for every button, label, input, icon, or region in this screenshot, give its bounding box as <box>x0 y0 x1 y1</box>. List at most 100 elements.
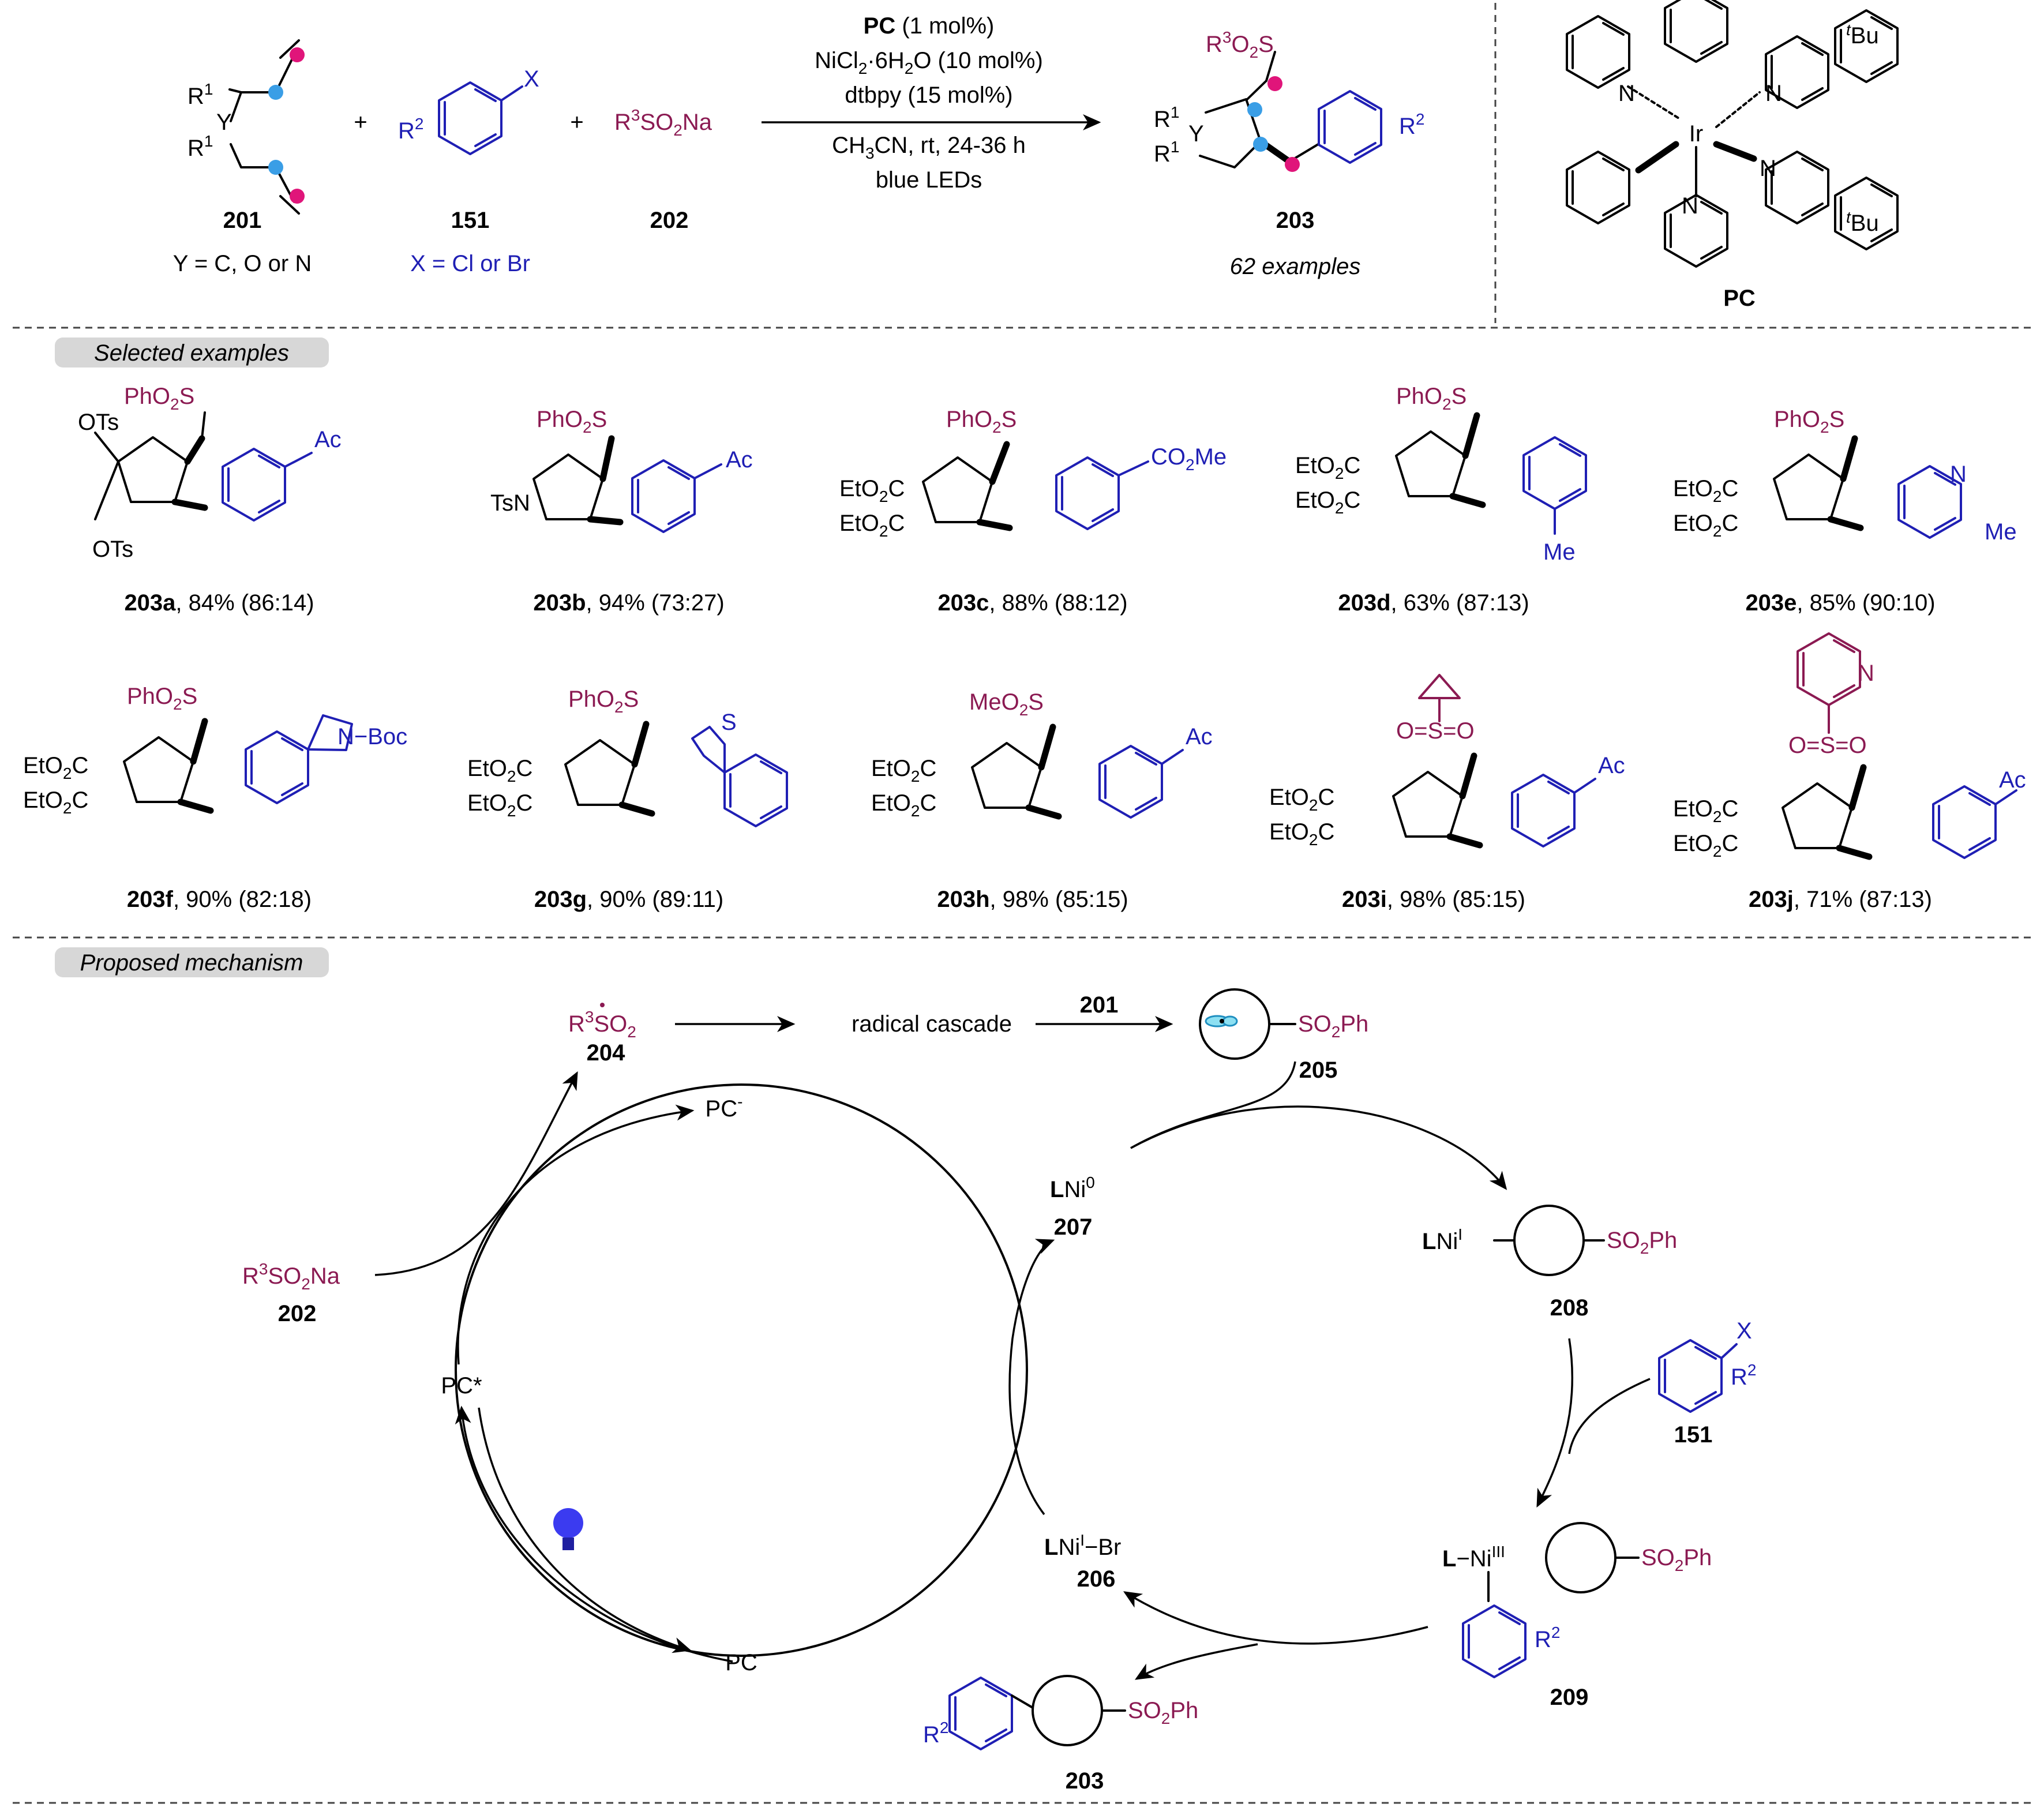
arrow-206-to-207 <box>1008 1239 1055 1516</box>
svg-text:+: + <box>570 110 583 135</box>
svg-text:R1: R1 <box>187 80 213 109</box>
svg-text:N: N <box>1765 81 1782 106</box>
svg-text:+: + <box>354 110 367 135</box>
svg-text:CH3CN, rt, 24-36 h: CH3CN, rt, 24-36 h <box>832 133 1026 162</box>
svg-text:EtO2C: EtO2C <box>1269 785 1334 814</box>
svg-text:X: X <box>524 66 539 92</box>
svg-text:R3SO2Na: R3SO2Na <box>614 106 712 139</box>
arrow-pcstar-to-pc <box>478 1407 692 1653</box>
svg-text:OTs: OTs <box>78 410 119 435</box>
svg-text:EtO2C: EtO2C <box>871 790 936 820</box>
example-203d: PhO2S EtO2C EtO2C Me 203d, 63% (87:13) <box>1295 384 1587 616</box>
magenta-dot <box>290 47 305 62</box>
svg-text:LNi0: LNi0 <box>1050 1173 1095 1202</box>
svg-text:R1: R1 <box>1154 138 1179 167</box>
product-203-mech: R2 SO2Ph 203 <box>923 1675 1198 1794</box>
example-203h: MeO2S EtO2C EtO2C Ac 203h, 98% (85:15) <box>871 689 1213 912</box>
svg-text:EtO2C: EtO2C <box>839 476 905 505</box>
compound-number-151: 151 <box>451 208 490 233</box>
svg-text:203c, 88% (88:12): 203c, 88% (88:12) <box>937 590 1127 616</box>
svg-text:L−NiIII: L−NiIII <box>1442 1543 1505 1572</box>
svg-text:EtO2C: EtO2C <box>23 753 88 782</box>
svg-text:PhO2S: PhO2S <box>1396 384 1467 413</box>
magenta-dot <box>290 189 305 204</box>
svg-text:R2: R2 <box>1399 110 1424 139</box>
example-203e: PhO2S EtO2C EtO2C N Me 203e, 85% (90:10) <box>1673 407 2017 616</box>
svg-text:OTs: OTs <box>92 537 133 562</box>
svg-text:CO2Me: CO2Me <box>1151 444 1227 474</box>
svg-text:203g, 90% (89:11): 203g, 90% (89:11) <box>534 887 723 912</box>
svg-text:EtO2C: EtO2C <box>467 756 532 785</box>
svg-text:S: S <box>721 710 737 735</box>
svg-text:R3SO2Na: R3SO2Na <box>242 1260 340 1293</box>
svg-text:Ac: Ac <box>1999 767 2026 793</box>
svg-text:R2: R2 <box>398 115 423 144</box>
radical-204: R3SO2 204 <box>568 1003 636 1066</box>
blue-dot <box>268 160 283 175</box>
product-203: R3O2S R1 Y R1 R2 203 62 examples <box>1154 28 1424 279</box>
example-203j: N O=S=O EtO2C EtO2C Ac 203j, 71% (87:13) <box>1673 632 2026 912</box>
svg-text:Ac: Ac <box>314 427 342 452</box>
svg-text:203j, 71% (87:13): 203j, 71% (87:13) <box>1749 887 1932 912</box>
magenta-dot <box>1285 157 1300 172</box>
svg-text:N: N <box>1950 462 1967 487</box>
svg-text:203a, 84% (86:14): 203a, 84% (86:14) <box>124 590 314 616</box>
svg-text:N: N <box>1618 81 1635 106</box>
svg-text:PC (1 mol%): PC (1 mol%) <box>864 13 995 39</box>
example-203c: PhO2S EtO2C EtO2C CO2Me 203c, 88% (88:12… <box>839 407 1227 616</box>
photoredox-cycle <box>455 1083 1028 1657</box>
svg-text:208: 208 <box>1550 1295 1589 1321</box>
svg-text:SO2Ph: SO2Ph <box>1298 1011 1368 1041</box>
svg-text:204: 204 <box>587 1040 625 1066</box>
svg-text:R3SO2: R3SO2 <box>568 1008 636 1041</box>
svg-text:R2: R2 <box>923 1719 948 1747</box>
svg-text:207: 207 <box>1054 1214 1093 1240</box>
photocatalyst-structure: Ir N N N N tBu tBu PC <box>1566 0 1899 311</box>
pc-minus: PC- <box>706 1093 743 1122</box>
svg-text:Selected examples: Selected examples <box>94 340 289 366</box>
svg-text:EtO2C: EtO2C <box>1673 831 1738 860</box>
svg-text:203b, 94% (73:27): 203b, 94% (73:27) <box>533 590 724 616</box>
lightbulb-icon <box>553 1508 583 1550</box>
magenta-dot <box>1267 76 1282 91</box>
svg-text:Y: Y <box>1188 121 1204 147</box>
arrow-208-to-209 <box>1536 1338 1574 1508</box>
svg-text:EtO2C: EtO2C <box>1295 453 1360 482</box>
svg-text:tBu: tBu <box>1846 208 1879 236</box>
svg-text:R1: R1 <box>1154 103 1179 132</box>
arrow-207-to-208 <box>1130 1105 1507 1190</box>
svg-text:R2: R2 <box>1731 1361 1756 1390</box>
svg-text:LNiI−Br: LNiI−Br <box>1044 1531 1121 1560</box>
lni1-208: LNiI SO2Ph 208 <box>1422 1205 1677 1321</box>
svg-text:EtO2C: EtO2C <box>1673 511 1738 540</box>
svg-text:Ac: Ac <box>726 447 753 472</box>
example-203f: PhO2S EtO2C EtO2C N−Boc 203f, 90% (82:18… <box>23 684 407 912</box>
lni3-209: L−NiIII SO2Ph R2 209 <box>1442 1522 1712 1710</box>
svg-text:N: N <box>1760 156 1776 181</box>
svg-text:203d, 63% (87:13): 203d, 63% (87:13) <box>1338 590 1529 616</box>
svg-text:TsN: TsN <box>490 490 530 516</box>
reactant-201: R1 Y R1 201 Y = C, O or N <box>173 39 312 276</box>
svg-text:R3O2S: R3O2S <box>1206 28 1274 61</box>
example-203b: PhO2S TsN Ac 203b, 94% (73:27) <box>490 407 753 616</box>
svg-text:Me: Me <box>1985 519 2017 545</box>
pc-ground: PC <box>725 1650 757 1675</box>
svg-text:203e, 85% (90:10): 203e, 85% (90:10) <box>1745 590 1935 616</box>
svg-text:205: 205 <box>1299 1058 1338 1083</box>
x-note: X = Cl or Br <box>410 251 530 276</box>
svg-text:R2: R2 <box>1535 1623 1560 1652</box>
sulfinate-202: R3SO2Na 202 <box>242 1260 340 1326</box>
svg-text:151: 151 <box>1674 1422 1713 1447</box>
svg-text:Ac: Ac <box>1186 724 1213 749</box>
svg-text:EtO2C: EtO2C <box>1673 796 1738 826</box>
svg-text:dtbpy (15 mol%): dtbpy (15 mol%) <box>845 82 1012 108</box>
svg-text:Y: Y <box>216 110 232 135</box>
svg-text:Ir: Ir <box>1689 121 1703 147</box>
selected-examples-tag: Selected examples <box>55 337 329 367</box>
radical-205: SO2Ph 205 <box>1199 988 1368 1083</box>
svg-text:PhO2S: PhO2S <box>1774 407 1844 436</box>
arrow-209-to-206 <box>1123 1591 1428 1645</box>
svg-text:EtO2C: EtO2C <box>23 787 88 817</box>
proposed-mechanism-tag: Proposed mechanism <box>55 947 329 977</box>
example-203g: PhO2S EtO2C EtO2C S 203g, 90% (89:11) <box>467 687 788 912</box>
